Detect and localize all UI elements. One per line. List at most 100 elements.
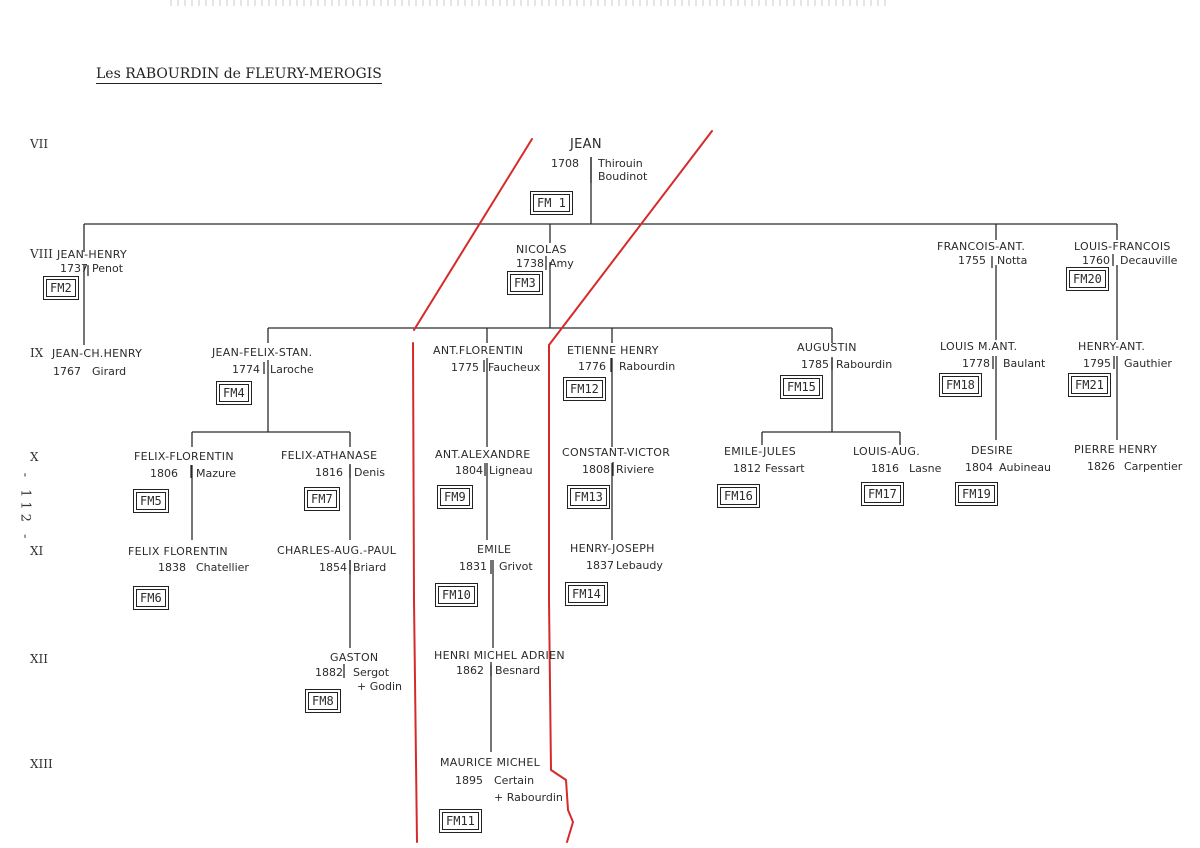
code-box-fm9: FM9 — [437, 485, 473, 509]
code-box-fm1: FM 1 — [530, 191, 573, 215]
person-spouse-etienne-henry: Rabourdin — [619, 360, 676, 373]
person-name-henry-ant: HENRY-ANT. — [1078, 340, 1146, 353]
code-box-fm6: FM6 — [133, 586, 169, 610]
code-box-fm2: FM2 — [43, 276, 79, 300]
person-year-ant-florentin: 1775 — [451, 361, 479, 374]
person-spouse-jean-henry: Penot — [92, 262, 124, 275]
person-name-felix-florentin-1838: FELIX FLORENTIN — [128, 545, 228, 558]
code-box-fm5: FM5 — [133, 489, 169, 513]
person-name-jean: JEAN — [570, 137, 602, 152]
person-year-jean-ch-henry: 1767 — [53, 365, 81, 378]
person-name-louis-aug: LOUIS-AUG. — [853, 445, 920, 458]
person-spouse-louis-aug: Lasne — [909, 462, 942, 475]
person-name-augustin: AUGUSTIN — [797, 341, 857, 354]
generation-label-xii: XII — [30, 652, 49, 666]
person-name-emile-jules: EMILE-JULES — [724, 445, 797, 458]
person-spouse-constant-victor: Riviere — [616, 463, 655, 476]
person-spouse-ant-alexandre: Ligneau — [489, 464, 533, 477]
red-diagonal-right — [548, 130, 713, 346]
person-spouse-felix-florentin-1806: Mazure — [196, 467, 237, 480]
person-year-ant-alexandre: 1804 — [455, 464, 483, 477]
generation-label-ix: IX — [30, 346, 44, 360]
person-year-henry-joseph: 1837 — [586, 559, 614, 572]
person-year-louis-m-ant: 1778 — [962, 357, 990, 370]
person-name-felix-florentin-1806: FELIX-FLORENTIN — [134, 450, 234, 463]
code-box-fm4: FM4 — [216, 381, 252, 405]
code-box-fm19: FM19 — [955, 482, 998, 506]
person-year-francois-ant: 1755 — [958, 254, 986, 267]
code-box-fm21: FM21 — [1068, 373, 1111, 397]
person-year-felix-florentin-1838: 1838 — [158, 561, 186, 574]
code-box-fm18: FM18 — [939, 373, 982, 397]
person-name-ant-alexandre: ANT.ALEXANDRE — [435, 448, 531, 461]
person-name-etienne-henry: ETIENNE HENRY — [567, 344, 659, 357]
person-year-maurice-michel: 1895 — [455, 774, 483, 787]
person-year-gaston: 1882 — [315, 666, 343, 679]
person-name-nicolas: NICOLAS — [516, 243, 567, 256]
person-name-louis-m-ant: LOUIS M.ANT. — [940, 340, 1018, 353]
code-box-fm10: FM10 — [435, 583, 478, 607]
person-name-louis-francois: LOUIS-FRANCOIS — [1074, 240, 1171, 253]
person-spouse2-gaston: + Godin — [357, 680, 402, 693]
person-year-augustin: 1785 — [801, 358, 829, 371]
person-year-jean-henry: 1737 — [60, 262, 88, 275]
person-year-etienne-henry: 1776 — [578, 360, 606, 373]
code-box-fm3: FM3 — [507, 271, 543, 295]
person-spouse-pierre-henry: Carpentier — [1124, 460, 1183, 473]
code-box-fm11: FM11 — [439, 809, 482, 833]
generation-label-vii: VII — [30, 137, 49, 151]
person-name-emile: EMILE — [477, 543, 512, 556]
person-spouse-charles-aug-paul: Briard — [353, 561, 387, 574]
person-spouse-nicolas: Amy — [549, 257, 574, 270]
code-box-fm15: FM15 — [780, 375, 823, 399]
person-name-francois-ant: FRANCOIS-ANT. — [937, 240, 1026, 253]
generation-label-xiii: XIII — [30, 757, 53, 771]
person-spouse-jean: Thirouin — [598, 157, 643, 170]
person-spouse-jean-ch-henry: Girard — [92, 365, 127, 378]
person-spouse-maurice-michel: Certain — [494, 774, 535, 787]
page-number: - 112 - — [17, 472, 33, 543]
person-name-desire: DESIRE — [971, 444, 1014, 457]
person-name-henry-joseph: HENRY-JOSEPH — [570, 542, 655, 555]
person-year-jean-felix-stan: 1774 — [232, 363, 260, 376]
code-box-fm7: FM7 — [304, 487, 340, 511]
person-spouse-francois-ant: Notta — [997, 254, 1028, 267]
person-name-ant-florentin: ANT.FLORENTIN — [433, 344, 524, 357]
person-name-charles-aug-paul: CHARLES-AUG.-PAUL — [277, 544, 397, 557]
code-box-fm20: FM20 — [1066, 267, 1109, 291]
person-spouse-felix-florentin-1838: Chatellier — [196, 561, 249, 574]
scan-artifact — [170, 0, 890, 6]
red-diagonal-left — [413, 138, 533, 331]
person-name-pierre-henry: PIERRE HENRY — [1074, 443, 1158, 456]
person-name-henri-michel-adrien: HENRI MICHEL ADRIEN — [434, 649, 565, 662]
person-spouse-henry-ant: Gauthier — [1124, 357, 1172, 370]
person-spouse-felix-athanase: Denis — [354, 466, 385, 479]
red-vertical-right — [548, 344, 574, 843]
generation-label-x: X — [30, 450, 39, 464]
person-spouse-emile-jules: Fessart — [765, 462, 805, 475]
code-box-fm16: FM16 — [717, 484, 760, 508]
person-year-louis-aug: 1816 — [871, 462, 899, 475]
code-box-fm17: FM17 — [861, 482, 904, 506]
person-year-pierre-henry: 1826 — [1087, 460, 1115, 473]
person-year-felix-athanase: 1816 — [315, 466, 343, 479]
person-year-emile-jules: 1812 — [733, 462, 761, 475]
person-name-maurice-michel: MAURICE MICHEL — [440, 756, 541, 769]
person-name-jean-henry: JEAN-HENRY — [57, 248, 128, 261]
page-title: Les RABOURDIN de FLEURY-MEROGIS — [96, 66, 382, 84]
red-vertical-left — [412, 342, 418, 843]
code-box-fm12: FM12 — [563, 377, 606, 401]
person-year-jean: 1708 — [551, 157, 579, 170]
person-year-desire: 1804 — [965, 461, 993, 474]
person-spouse-emile: Grivot — [499, 560, 533, 573]
person-year-felix-florentin-1806: 1806 — [150, 467, 178, 480]
person-name-gaston: GASTON — [330, 651, 379, 664]
person-spouse-ant-florentin: Faucheux — [488, 361, 541, 374]
person-year-henri-michel-adrien: 1862 — [456, 664, 484, 677]
generation-label-xi: XI — [30, 544, 44, 558]
person-spouse-augustin: Rabourdin — [836, 358, 893, 371]
person-year-charles-aug-paul: 1854 — [319, 561, 347, 574]
person-spouse2-jean: Boudinot — [598, 170, 648, 183]
person-spouse-louis-m-ant: Baulant — [1003, 357, 1046, 370]
person-spouse-louis-francois: Decauville — [1120, 254, 1178, 267]
